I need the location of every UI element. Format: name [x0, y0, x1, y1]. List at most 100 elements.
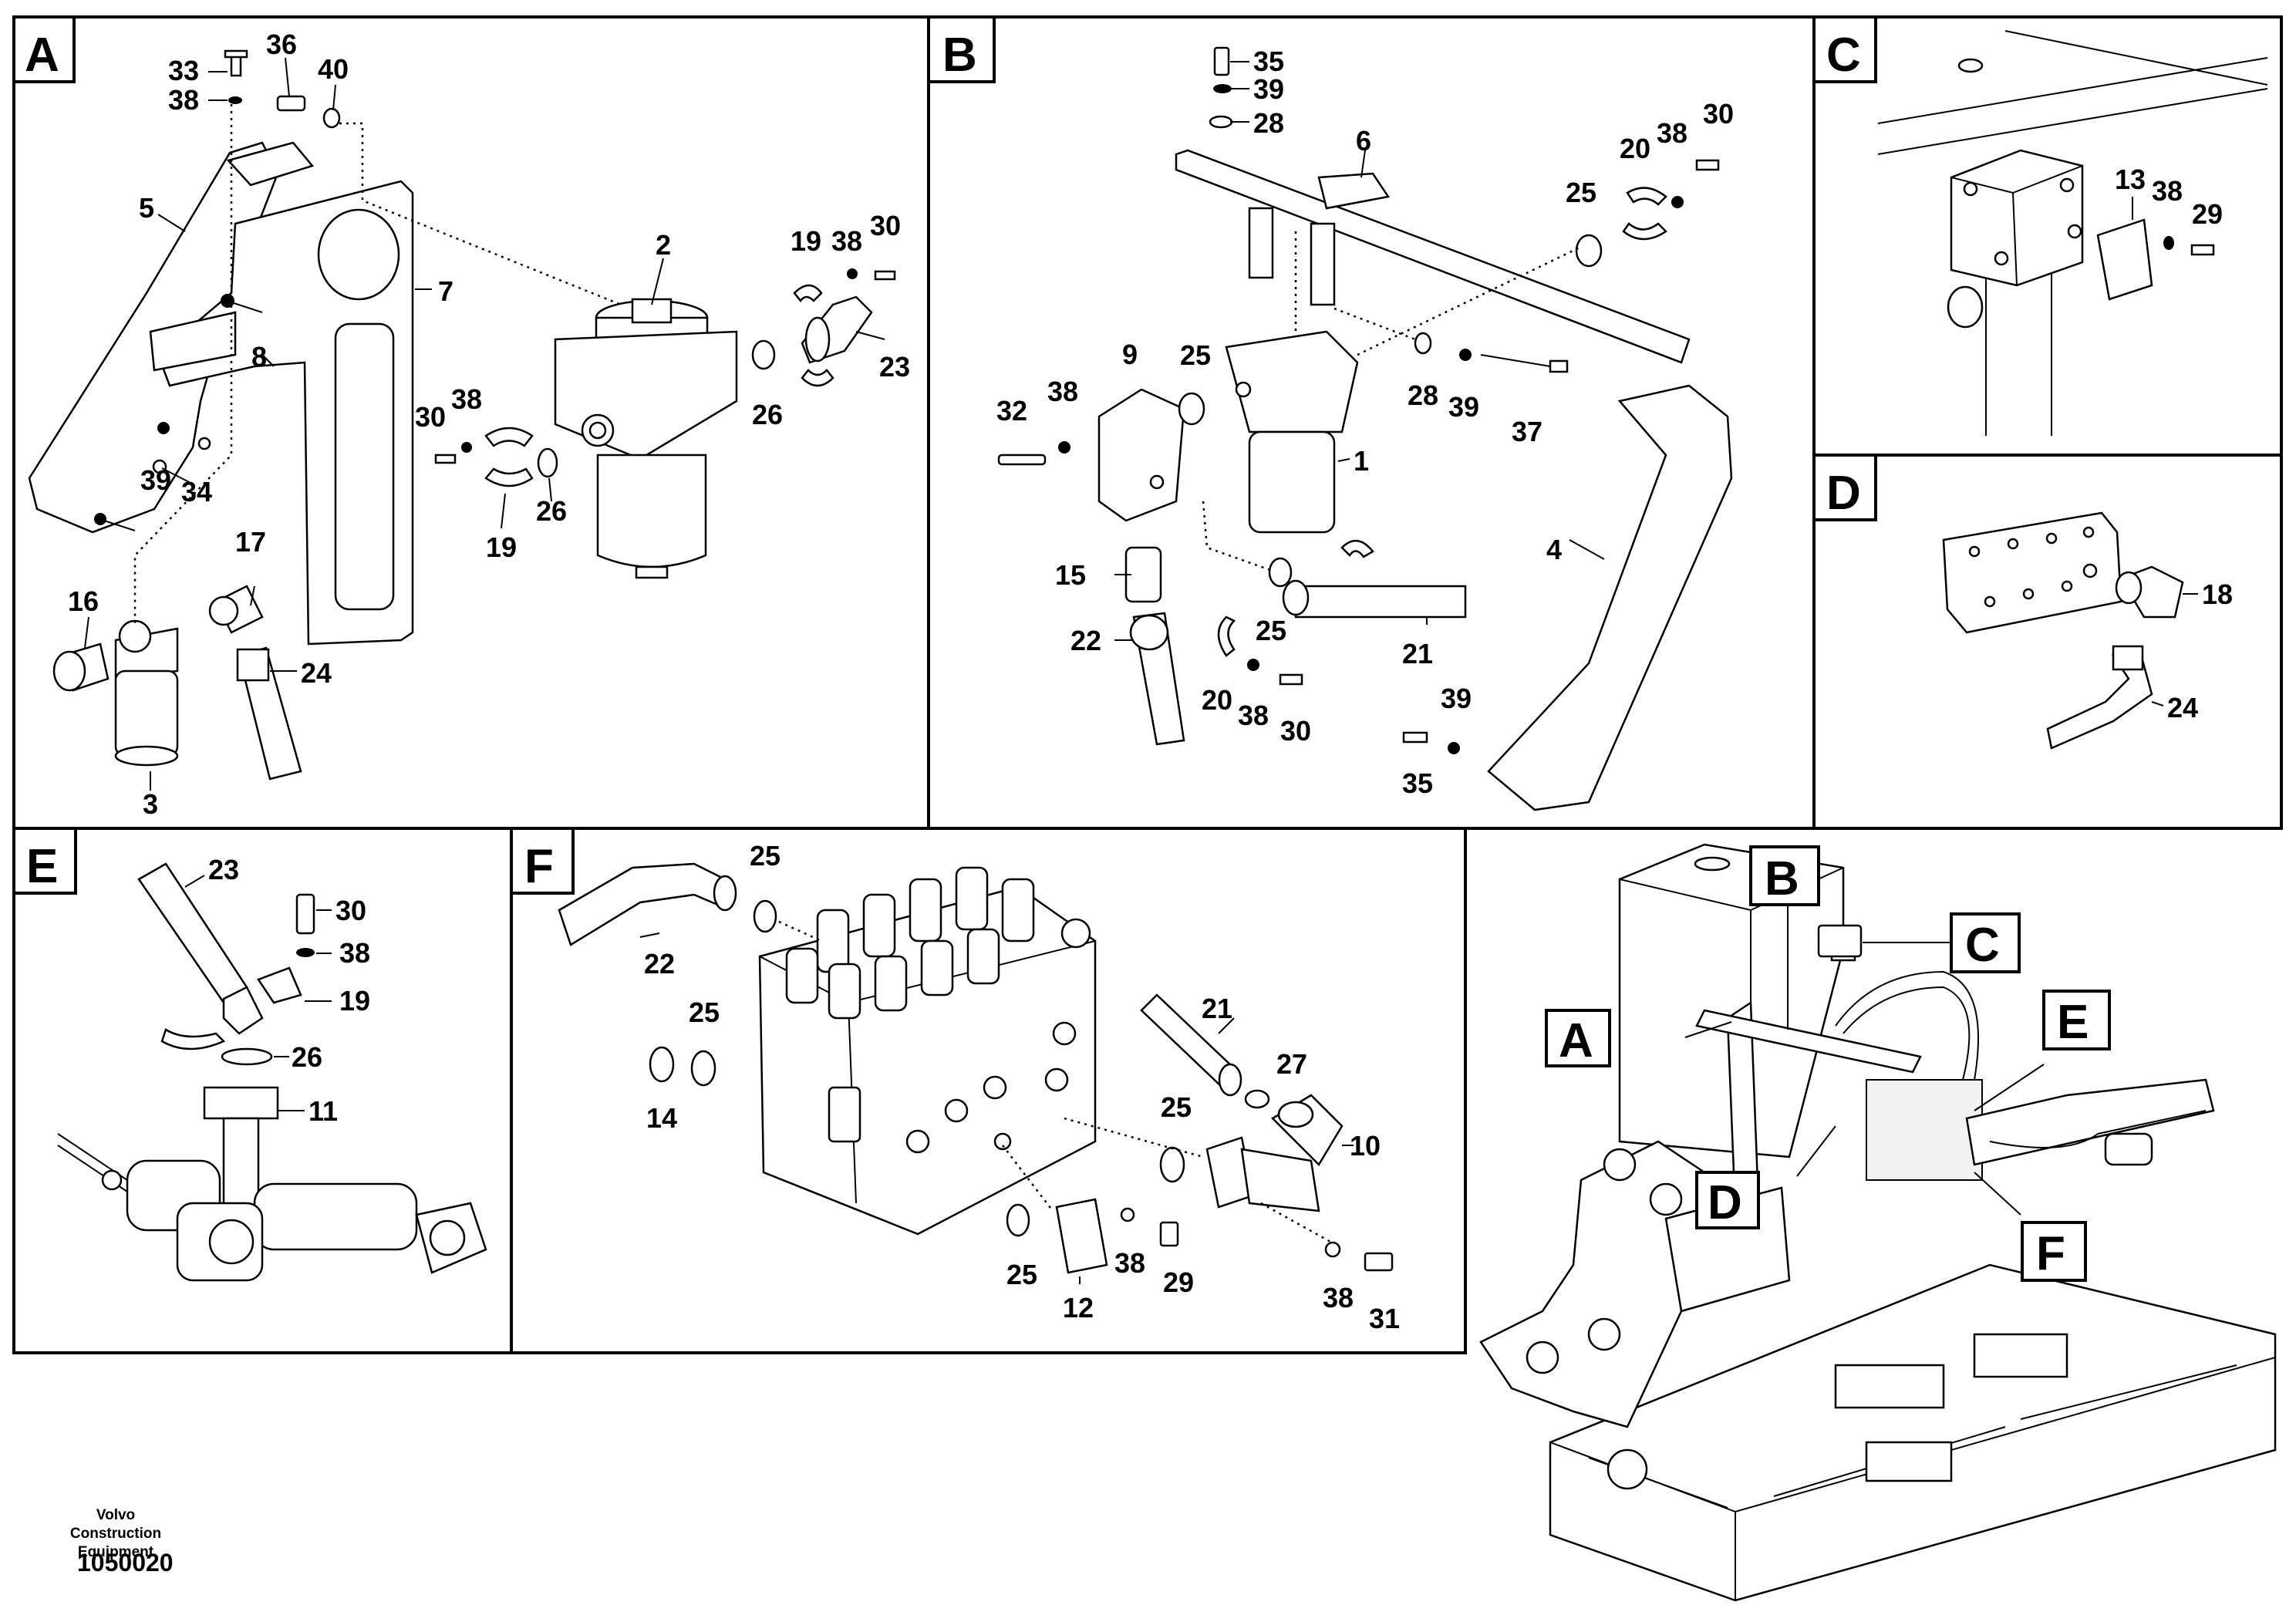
filter-3	[114, 619, 179, 767]
callout-b-25c: 25	[1256, 615, 1286, 646]
panel-c: C 13 38 29	[1812, 15, 2283, 457]
cover-12	[1055, 1198, 1108, 1274]
panel-a-letter: A	[25, 29, 59, 82]
callout-d-18: 18	[2202, 578, 2233, 610]
callout-b-15: 15	[1055, 559, 1086, 591]
callout-b-39: 39	[1253, 73, 1284, 105]
callout-a-26: 26	[536, 495, 567, 527]
callout-f-22: 22	[644, 948, 675, 980]
overview-label-c: C	[1965, 919, 2000, 972]
callout-d-24: 24	[2167, 692, 2198, 723]
callout-f-25c: 25	[1161, 1091, 1192, 1123]
callout-b-39b: 39	[1448, 391, 1479, 423]
callout-b-38b: 38	[1047, 376, 1078, 407]
callout-b-1: 1	[1354, 445, 1369, 477]
callout-a-40: 40	[318, 53, 349, 85]
callout-f-12: 12	[1063, 1292, 1094, 1324]
callout-a-16: 16	[68, 585, 99, 617]
callout-f-29: 29	[1163, 1266, 1194, 1298]
callout-b-6: 6	[1356, 125, 1371, 157]
callout-c-13: 13	[2115, 164, 2146, 195]
callout-b-28b: 28	[1408, 379, 1438, 411]
overview-label-e: E	[2057, 996, 2089, 1049]
callout-a-7: 7	[438, 275, 453, 307]
callout-f-25d: 25	[1161, 1091, 1192, 1123]
panel-d-letter: D	[1826, 467, 1861, 520]
callout-a-38c: 38	[451, 383, 482, 415]
callout-b-38c: 38	[1238, 700, 1269, 731]
callout-b-20: 20	[1620, 133, 1650, 164]
overview-label-d: D	[1708, 1176, 1742, 1229]
bracket-4	[1487, 384, 1733, 811]
callout-b-25b: 25	[1180, 339, 1211, 371]
callout-a-24: 24	[301, 657, 332, 689]
panel-f: F	[510, 827, 1467, 1354]
callout-b-39c: 39	[1441, 683, 1472, 714]
filter-1	[1225, 330, 1359, 534]
callout-b-30b: 30	[1280, 715, 1311, 747]
callout-a-34: 34	[181, 476, 212, 508]
callout-e-26: 26	[292, 1041, 322, 1073]
callout-a-36: 36	[266, 29, 297, 60]
callout-f-25: 25	[750, 840, 781, 872]
callout-f-31: 31	[1369, 1303, 1400, 1334]
callout-b-20b: 20	[1202, 684, 1232, 716]
callout-f-27: 27	[1276, 1048, 1307, 1080]
callout-c-29: 29	[2192, 198, 2223, 230]
callout-a-38: 38	[168, 84, 199, 116]
panel-a: A	[12, 15, 930, 830]
block-9	[1097, 388, 1185, 522]
callout-b-30: 30	[1703, 98, 1734, 130]
bracket-6	[1175, 149, 1691, 364]
callout-f-25b: 25	[689, 996, 720, 1028]
callout-f-25e: 25	[1006, 1259, 1037, 1290]
callout-a-19b: 19	[486, 531, 517, 563]
callout-a-17: 17	[235, 526, 266, 558]
callout-b-22: 22	[1070, 625, 1101, 656]
valve-block	[1950, 149, 2084, 287]
callout-e-23: 23	[208, 854, 239, 885]
callout-a-19: 19	[791, 225, 821, 257]
callout-a-26b: 26	[752, 399, 783, 430]
panel-d: D 18 24	[1812, 454, 2283, 830]
footer-brand: Volvo Construction Equipment	[69, 1507, 162, 1560]
callout-f-21: 21	[1202, 993, 1232, 1024]
callout-e-38: 38	[339, 937, 370, 969]
footer-code: 1050020	[77, 1549, 174, 1576]
callout-a-30b: 30	[415, 401, 446, 433]
panel-b: B	[927, 15, 1816, 830]
elbow-10	[1205, 1094, 1344, 1212]
callout-b-25: 25	[1566, 177, 1596, 208]
callout-e-30: 30	[335, 895, 366, 926]
callout-b-37: 37	[1512, 416, 1542, 447]
cover-plate-13	[2096, 218, 2153, 301]
callout-b-9: 9	[1122, 339, 1138, 370]
callout-a-2: 2	[656, 229, 671, 261]
panel-b-letter: B	[942, 29, 977, 82]
callout-b-4: 4	[1546, 534, 1562, 565]
callout-b-21: 21	[1402, 638, 1433, 669]
callout-e-11: 11	[308, 1095, 338, 1127]
callout-f-10: 10	[1350, 1130, 1381, 1162]
panel-e: E 23 30 38 19	[12, 827, 513, 1354]
overview-label-a: A	[1559, 1014, 1593, 1067]
callout-a-5: 5	[139, 192, 154, 224]
panel-f-letter: F	[524, 840, 554, 893]
callout-f-14: 14	[646, 1102, 677, 1134]
callout-e-19: 19	[339, 985, 370, 1017]
callout-b-35: 35	[1253, 46, 1284, 77]
overview-label-f: F	[2036, 1227, 2065, 1280]
overview-machine: A B C D E F	[1479, 843, 2277, 1602]
overview-label-b: B	[1765, 852, 1799, 905]
callout-a-23: 23	[879, 351, 910, 383]
callout-a-8: 8	[251, 341, 267, 373]
filter-housing-2	[554, 298, 738, 579]
callout-a-30: 30	[870, 210, 901, 241]
callout-f-38b: 38	[1323, 1282, 1354, 1313]
control-valve	[758, 866, 1097, 1236]
callout-a-39: 39	[140, 464, 171, 496]
callout-a-3: 3	[143, 788, 158, 820]
callout-f-38: 38	[1114, 1247, 1145, 1279]
callout-a-33: 33	[168, 55, 199, 86]
